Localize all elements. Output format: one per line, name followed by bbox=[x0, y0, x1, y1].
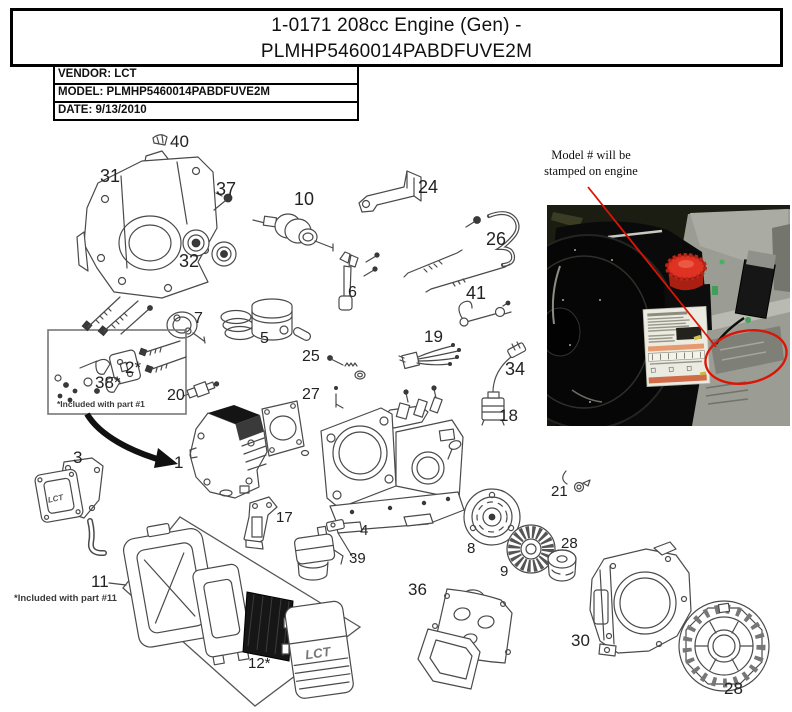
part-1-cylinder-head bbox=[189, 405, 268, 499]
model-number-callout bbox=[587, 186, 788, 385]
included-note-1: *Included with part #1 bbox=[57, 399, 145, 409]
part-label-p25: 25 bbox=[302, 348, 320, 365]
part-label-p17: 17 bbox=[276, 509, 293, 526]
engine-photo bbox=[547, 205, 790, 426]
included-parts-box bbox=[47, 329, 187, 415]
part-label-p18: 18 bbox=[499, 406, 518, 425]
part-20-spark-plug bbox=[183, 381, 220, 399]
head-gasket bbox=[261, 400, 310, 457]
part-28-recoil-starter bbox=[678, 600, 770, 692]
part-9-cooling-fan bbox=[506, 524, 556, 574]
page-title-line1: 1-0171 208cc Engine (Gen) - bbox=[271, 15, 522, 36]
oil-cap bbox=[665, 253, 707, 291]
info-row-model: MODEL: PLMHP5460014PABDFUVE2M bbox=[53, 83, 359, 103]
part-label-p2: 2* bbox=[125, 358, 142, 377]
info-row-date: DATE: 9/13/2010 bbox=[53, 101, 359, 121]
part-label-p21: 21 bbox=[551, 483, 568, 500]
part-label-p9: 9 bbox=[500, 563, 509, 580]
part-label-p34: 34 bbox=[505, 359, 526, 379]
part-31-crankcase-cover bbox=[76, 150, 218, 299]
part-37-bolt bbox=[213, 192, 233, 211]
part-label-p30: 30 bbox=[571, 631, 590, 650]
part-label-p1: 1 bbox=[174, 453, 184, 472]
photo-ignition-coil bbox=[714, 250, 777, 345]
part-label-p28-recoil: 28 bbox=[724, 679, 743, 698]
part-label-p41: 41 bbox=[466, 283, 487, 303]
photo-annotation-line1: Model # will be bbox=[551, 148, 631, 162]
part-label-p36: 36 bbox=[408, 580, 427, 599]
part-label-p31: 31 bbox=[100, 166, 121, 186]
part-label-p7: 7 bbox=[194, 310, 203, 327]
part-25-bolt-washer bbox=[327, 355, 366, 380]
page-title-line2: PLMHP5460014PABDFUVE2M bbox=[260, 41, 533, 62]
part-27-pin bbox=[333, 385, 344, 409]
part-39-carburetor bbox=[294, 519, 353, 581]
part-6-governor-shaft bbox=[338, 251, 380, 311]
part-label-p11: 11 bbox=[91, 572, 109, 591]
part-label-p40: 40 bbox=[170, 132, 189, 151]
part-label-p26: 26 bbox=[486, 229, 507, 249]
part-5-piston-rings-pin bbox=[220, 298, 312, 341]
pushrods-valves bbox=[81, 296, 153, 337]
part-32-bearings bbox=[182, 229, 237, 267]
part-26-governor-arm-springs bbox=[403, 211, 520, 293]
photo-annotation-line2: stamped on engine bbox=[544, 164, 638, 178]
part-label-p19: 19 bbox=[424, 327, 443, 346]
part-label-p39: 39 bbox=[349, 550, 366, 567]
photo-annotation: Model # will be stamped on engine bbox=[533, 147, 649, 179]
engine-label bbox=[642, 305, 711, 387]
part-label-p28-cup: 28 bbox=[561, 535, 578, 552]
part-28-starter-cup bbox=[547, 549, 577, 582]
part-7-cam-gear bbox=[166, 311, 206, 344]
part-41-throttle-linkage bbox=[458, 300, 512, 327]
cover-lct-logo: LCT bbox=[304, 644, 332, 663]
included-note-2: *Included with part #11 bbox=[14, 593, 117, 604]
part-18-ignition-coil bbox=[481, 391, 505, 426]
part-19-wire-harness bbox=[398, 342, 461, 370]
part-11-air-cleaner-assembly: LCT bbox=[108, 516, 362, 707]
part-label-p10: 10 bbox=[294, 189, 315, 209]
part-label-p20: 20 bbox=[167, 387, 185, 404]
air-cleaner-cover: LCT bbox=[281, 600, 354, 699]
part-label-p12: 12* bbox=[248, 655, 271, 672]
box-to-head-arrow bbox=[84, 412, 178, 468]
part-10-crankshaft bbox=[252, 213, 334, 252]
part-label-p24: 24 bbox=[418, 177, 439, 197]
part-label-p32: 32 bbox=[179, 251, 200, 271]
part-label-p8: 8 bbox=[467, 540, 476, 557]
info-table: VENDOR: LCT MODEL: PLMHP5460014PABDFUVE2… bbox=[53, 65, 359, 121]
part-label-p4: 4 bbox=[360, 522, 369, 539]
part-12-filter-element bbox=[242, 591, 294, 662]
part-3-carb-spacer: LCT bbox=[34, 457, 107, 556]
part-36-gasket-set bbox=[417, 588, 513, 690]
part-label-p5: 5 bbox=[260, 330, 269, 347]
carb-lct-logo: LCT bbox=[47, 492, 65, 504]
part-label-p38: 38* bbox=[95, 373, 121, 392]
part-label-p27: 27 bbox=[302, 386, 320, 403]
part-40-cap bbox=[152, 134, 168, 146]
part-label-p6: 6 bbox=[348, 284, 357, 301]
part-21-clip bbox=[562, 470, 591, 493]
part-label-p3: 3 bbox=[73, 448, 83, 467]
title-box: 1-0171 208cc Engine (Gen) - PLMHP5460014… bbox=[10, 8, 783, 67]
part-8-flywheel bbox=[463, 488, 521, 546]
part-24-bracket bbox=[358, 170, 422, 213]
part-17-bracket bbox=[243, 496, 278, 550]
part-label-p37: 37 bbox=[216, 179, 237, 199]
part-30-blower-housing bbox=[589, 541, 692, 657]
